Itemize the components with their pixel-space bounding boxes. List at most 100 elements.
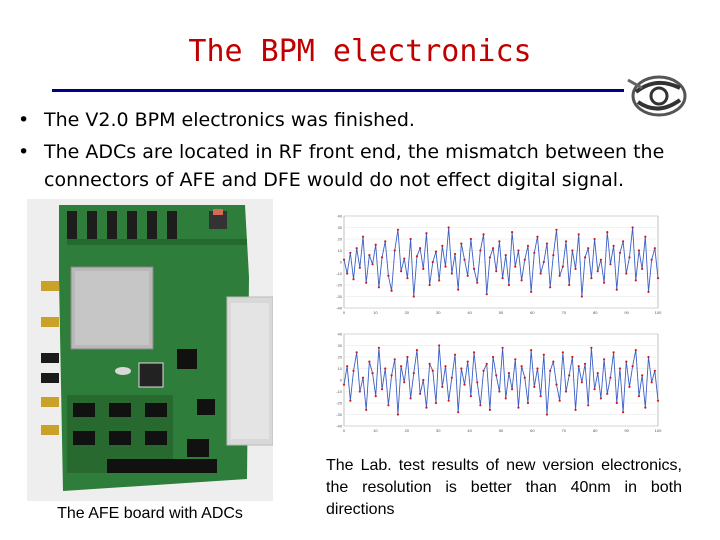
data-point	[491, 247, 495, 250]
data-point	[346, 365, 349, 368]
data-point	[390, 374, 393, 377]
data-point	[463, 258, 466, 261]
data-point	[419, 247, 422, 250]
data-point	[419, 392, 422, 395]
data-point	[491, 355, 495, 359]
data-point	[361, 376, 365, 379]
data-point	[656, 277, 660, 280]
data-point	[342, 258, 346, 261]
data-point	[368, 360, 371, 363]
data-point	[530, 349, 533, 352]
y-tick-label: -20	[336, 401, 343, 406]
bullet-list: The V2.0 BPM electronics was finished. T…	[16, 106, 706, 198]
data-point	[625, 272, 628, 275]
data-point	[377, 286, 380, 289]
data-point	[587, 404, 590, 407]
x-tick-label: 90	[624, 310, 629, 315]
data-point	[460, 242, 463, 245]
x-tick-label: 50	[499, 428, 504, 433]
data-point	[587, 247, 590, 250]
data-point	[450, 272, 453, 275]
x-tick-label: 0	[343, 428, 346, 433]
data-point	[387, 274, 390, 277]
data-point	[549, 286, 552, 289]
data-point	[342, 383, 346, 386]
data-point	[469, 237, 472, 241]
data-point	[380, 256, 384, 259]
data-point	[564, 390, 568, 393]
data-point	[469, 395, 472, 398]
data-point	[406, 355, 409, 359]
data-point	[568, 374, 571, 377]
data-point	[599, 397, 603, 400]
data-point	[485, 362, 488, 365]
data-point	[552, 360, 555, 363]
y-tick-label: -40	[336, 424, 343, 429]
results-caption: The Lab. test results of new version ele…	[326, 457, 682, 518]
data-point	[387, 404, 390, 407]
data-point	[444, 365, 447, 368]
data-point	[485, 293, 488, 296]
data-point	[472, 351, 476, 354]
data-point	[577, 365, 580, 368]
data-point	[517, 249, 520, 252]
data-point	[476, 381, 479, 384]
bullet-item-1: The V2.0 BPM electronics was finished.	[16, 106, 706, 134]
data-point	[612, 351, 615, 354]
data-point	[495, 374, 498, 377]
data-point	[523, 258, 526, 261]
data-point	[650, 258, 653, 261]
data-point	[545, 413, 549, 416]
data-point	[634, 279, 637, 282]
data-point	[552, 254, 555, 257]
data-point	[622, 240, 625, 243]
y-tick-label: -30	[336, 412, 343, 417]
data-point	[580, 381, 583, 384]
data-point	[561, 265, 564, 268]
x-tick-label: 80	[593, 428, 598, 433]
data-point	[365, 281, 368, 284]
data-point	[438, 279, 441, 282]
data-point	[631, 226, 634, 229]
data-point	[593, 237, 596, 241]
data-point	[511, 388, 514, 391]
y-tick-label: 40	[338, 332, 343, 337]
data-point	[599, 258, 603, 261]
y-tick-label: -20	[336, 283, 343, 288]
data-point	[409, 397, 412, 400]
data-point	[625, 360, 628, 363]
data-point	[441, 244, 444, 247]
data-point	[536, 235, 539, 238]
data-point	[355, 247, 358, 250]
data-point	[393, 249, 396, 252]
y-tick-label: -30	[336, 294, 343, 299]
data-point	[495, 270, 498, 273]
data-point	[349, 251, 352, 254]
data-point	[612, 244, 615, 247]
data-point	[498, 240, 501, 243]
data-point	[403, 381, 406, 384]
x-tick-label: 70	[562, 428, 567, 433]
data-point	[647, 290, 650, 293]
data-point	[618, 367, 622, 370]
data-point	[479, 404, 482, 407]
data-point	[606, 231, 609, 234]
data-point	[463, 383, 466, 386]
data-point	[374, 243, 377, 246]
data-point	[450, 376, 453, 379]
data-point	[352, 369, 355, 372]
data-point	[380, 388, 384, 391]
series-line	[343, 227, 659, 297]
data-point	[511, 231, 514, 234]
data-point	[409, 237, 412, 241]
data-point	[539, 272, 542, 275]
data-point	[504, 254, 507, 257]
data-point	[361, 235, 365, 238]
data-point	[482, 233, 485, 236]
data-point	[641, 267, 644, 270]
data-point	[472, 267, 476, 270]
y-tick-label: -10	[336, 271, 343, 276]
x-tick-label: 40	[467, 428, 472, 433]
data-point	[580, 295, 583, 298]
data-point	[498, 390, 501, 393]
